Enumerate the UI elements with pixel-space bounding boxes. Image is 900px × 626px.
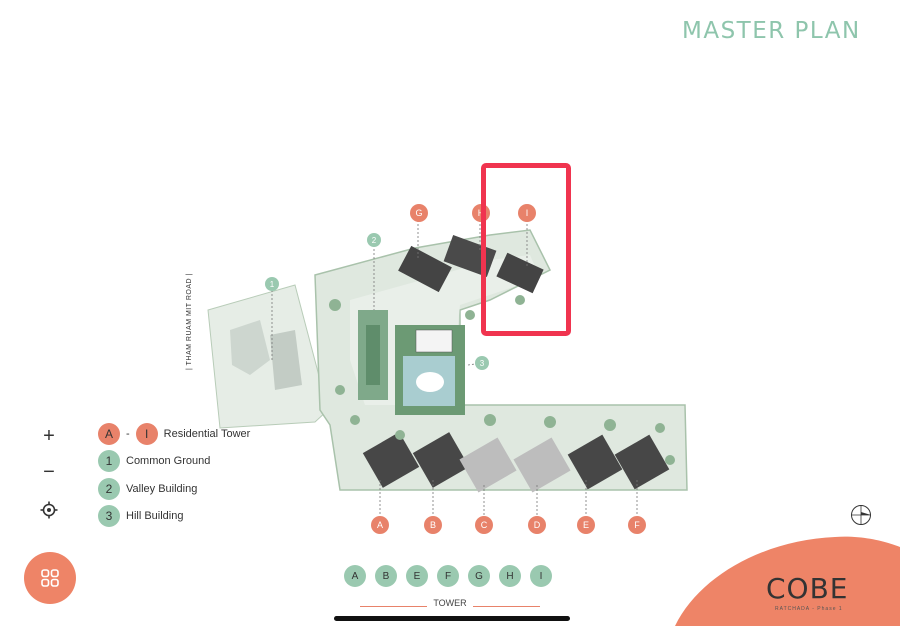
- tower-button-e[interactable]: E: [406, 565, 428, 587]
- legend-range-dash: -: [126, 428, 130, 440]
- legend-residential-label: Residential Tower: [163, 428, 251, 440]
- legend-label: Hill Building: [126, 510, 184, 522]
- zoom-in-button[interactable]: +: [43, 424, 55, 447]
- legend-item: 3 Hill Building: [98, 505, 183, 527]
- tower-button-b[interactable]: B: [375, 565, 397, 587]
- tower-button-f[interactable]: F: [437, 565, 459, 587]
- crosshair-icon: [40, 501, 58, 519]
- tower-pin-d[interactable]: D: [528, 516, 546, 534]
- legend-range-start: A: [98, 423, 120, 445]
- facility-pin-common-ground[interactable]: 1: [265, 277, 279, 291]
- tower-pin-i[interactable]: I: [518, 204, 536, 222]
- grid-icon: [41, 569, 59, 587]
- brand-subtitle: RATCHADA - Phase 1: [775, 606, 843, 612]
- legend-item: 2 Valley Building: [98, 478, 197, 500]
- legend-residential: A - I Residential Tower: [98, 423, 250, 445]
- highlight-box: [481, 163, 571, 336]
- tower-nav: A B E F G H I: [344, 565, 552, 587]
- tower-pin-c[interactable]: C: [475, 516, 493, 534]
- compass-icon: [851, 505, 871, 525]
- site-plan-drawing: [207, 220, 688, 517]
- facility-pin-hill-building[interactable]: 3: [475, 356, 489, 370]
- legend-number: 2: [98, 478, 120, 500]
- home-indicator[interactable]: [334, 616, 570, 621]
- tower-button-a[interactable]: A: [344, 565, 366, 587]
- tower-pin-b[interactable]: B: [424, 516, 442, 534]
- legend-number: 1: [98, 450, 120, 472]
- road-label: | THAM RUAM MIT ROAD |: [186, 273, 193, 370]
- tower-pin-g[interactable]: G: [410, 204, 428, 222]
- site-plan-map[interactable]: | THAM RUAM MIT ROAD | G H I A B C D E F…: [186, 160, 710, 540]
- tower-pin-a[interactable]: A: [371, 516, 389, 534]
- menu-button[interactable]: [24, 552, 76, 604]
- locate-button[interactable]: [36, 497, 62, 523]
- tower-label: TOWER: [360, 598, 540, 608]
- tower-button-h[interactable]: H: [499, 565, 521, 587]
- tower-pin-f[interactable]: F: [628, 516, 646, 534]
- zoom-out-button[interactable]: −: [43, 460, 55, 483]
- brand-logo: COBE: [766, 572, 849, 605]
- legend-label: Common Ground: [126, 455, 211, 467]
- compass: [850, 504, 872, 526]
- page-title: MASTER PLAN: [682, 18, 861, 44]
- tower-label-text: TOWER: [427, 598, 473, 608]
- tower-pin-e[interactable]: E: [577, 516, 595, 534]
- legend-range-end: I: [135, 423, 158, 445]
- facility-pin-valley-building[interactable]: 2: [367, 233, 381, 247]
- tower-button-i[interactable]: I: [530, 565, 552, 587]
- legend-item: 1 Common Ground: [98, 450, 210, 472]
- corner-decoration: [675, 536, 900, 626]
- tower-button-g[interactable]: G: [468, 565, 490, 587]
- legend-number: 3: [98, 505, 120, 527]
- legend-label: Valley Building: [126, 483, 198, 495]
